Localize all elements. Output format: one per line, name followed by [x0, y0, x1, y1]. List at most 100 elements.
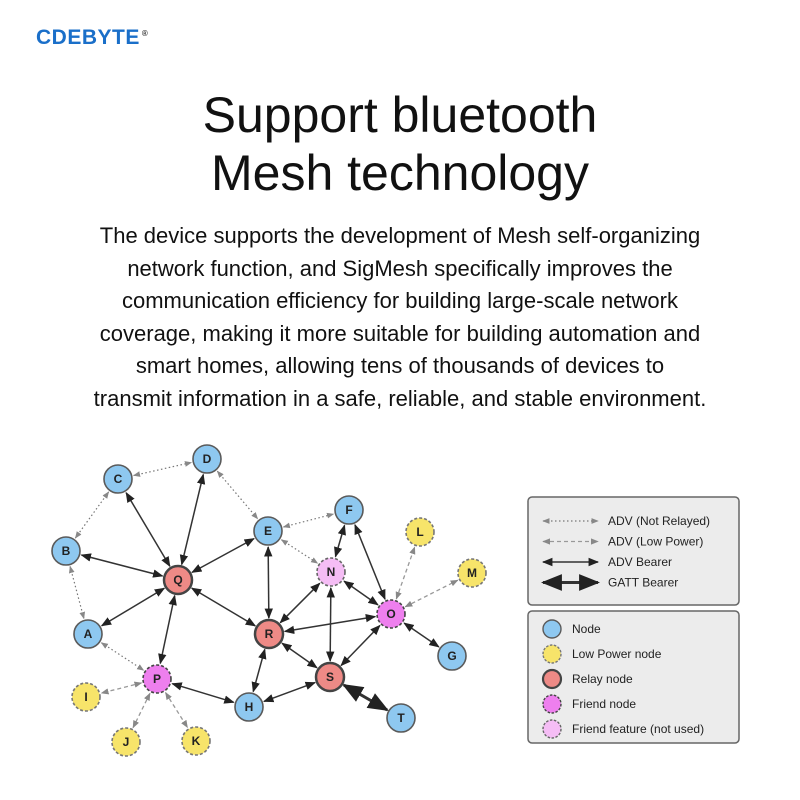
node-circle	[457, 558, 487, 588]
node-f: F	[334, 495, 364, 525]
node-circle	[316, 557, 346, 587]
legend-node-label: Low Power node	[572, 647, 662, 661]
legend-line-label: ADV Bearer	[608, 555, 672, 569]
node-label: K	[192, 734, 201, 748]
edge-r-s	[281, 642, 318, 669]
node-circle	[334, 495, 364, 525]
node-d: D	[192, 444, 222, 474]
node-n: N	[316, 557, 346, 587]
legend-node-low-power: Low Power node	[542, 644, 662, 664]
edge-c-q	[125, 491, 171, 568]
node-label: P	[153, 672, 161, 686]
node-label: L	[416, 525, 423, 539]
edge-o-g	[403, 622, 440, 648]
edge-d-e	[216, 470, 259, 520]
node-o: O	[376, 599, 406, 629]
node-circle	[192, 444, 222, 474]
edge-b-a	[68, 565, 86, 620]
edge-s-h	[263, 681, 316, 703]
legend-node-swatch	[542, 644, 562, 664]
node-m: M	[457, 558, 487, 588]
description-line: network function, and SigMesh specifical…	[127, 255, 673, 281]
legend-node-friend: Friend node	[542, 694, 636, 714]
node-label: G	[447, 649, 456, 663]
edge-a-p	[100, 642, 145, 671]
legend-line-label: ADV (Not Relayed)	[608, 514, 710, 528]
edge-d-q	[179, 473, 206, 566]
edge-c-b	[74, 491, 110, 539]
edge-s-o	[340, 624, 381, 667]
node-circle	[386, 703, 416, 733]
node-circle	[234, 692, 264, 722]
node-circle	[111, 727, 141, 757]
node-label: A	[84, 627, 93, 641]
node-circle	[405, 517, 435, 547]
legend-node-relay: Relay node	[541, 668, 633, 690]
edge-r-h	[251, 648, 267, 693]
node-label: O	[386, 607, 395, 621]
node-label: R	[265, 627, 274, 641]
node-k: K	[181, 726, 211, 756]
node-g: G	[437, 641, 467, 671]
edge-e-n	[280, 539, 319, 564]
legend-node-label: Friend feature (not used)	[572, 722, 704, 736]
node-circle	[73, 619, 103, 649]
node-h: H	[234, 692, 264, 722]
node-label: M	[467, 566, 477, 580]
node-label: E	[264, 524, 272, 538]
legend-line-adv-not-relayed: ADV (Not Relayed)	[542, 514, 710, 528]
description-line: coverage, making it more suitable for bu…	[99, 320, 701, 346]
node-circle	[103, 464, 133, 494]
node-r: R	[253, 618, 285, 650]
edge-q-r	[190, 587, 257, 627]
edge-b-q	[80, 553, 164, 578]
edge-f-n	[334, 524, 346, 558]
node-q: Q	[162, 564, 194, 596]
edge-e-f	[282, 512, 335, 529]
node-t: T	[386, 703, 416, 733]
node-j: J	[111, 727, 141, 757]
title-line-1: Support bluetooth	[202, 87, 598, 143]
node-e: E	[253, 516, 283, 546]
legend-line-label: GATT Bearer	[608, 576, 678, 590]
node-circle	[314, 661, 346, 693]
description-line: The device supports the development of M…	[99, 223, 701, 248]
legend-line-adv-bearer: ADV Bearer	[541, 555, 672, 569]
node-circle	[253, 618, 285, 650]
node-circle	[51, 536, 81, 566]
legend-lines-box: ADV (Not Relayed) ADV (Low Power) ADV Bear…	[527, 496, 740, 606]
edge-s-t	[342, 683, 389, 712]
node-label: I	[84, 690, 87, 704]
legend-node-swatch	[542, 719, 562, 739]
node-label: C	[114, 472, 123, 486]
edge-n-s	[326, 586, 335, 663]
node-label: F	[345, 503, 352, 517]
edge-e-r	[264, 545, 273, 620]
legend-node-label: Friend node	[572, 697, 636, 711]
node-i: I	[71, 682, 101, 712]
node-label: B	[62, 544, 71, 558]
edge-f-o	[354, 523, 386, 601]
legend-node-swatch	[542, 619, 562, 639]
node-label: T	[397, 711, 405, 725]
node-circle	[162, 564, 194, 596]
edge-p-j	[132, 692, 151, 729]
edge-n-o	[343, 580, 379, 606]
node-label: Q	[173, 573, 182, 587]
legend-node-label: Relay node	[572, 672, 633, 686]
node-circle	[142, 664, 172, 694]
edge-p-k	[164, 691, 189, 729]
legend-line-gatt-bearer: GATT Bearer	[540, 574, 678, 591]
edge-r-n	[279, 582, 321, 624]
registered-mark: ®	[141, 29, 149, 38]
legend-line-label: ADV (Low Power)	[608, 535, 703, 549]
node-a: A	[73, 619, 103, 649]
node-circle	[181, 726, 211, 756]
edge-p-h	[171, 682, 235, 704]
node-label: S	[326, 670, 334, 684]
node-circle	[253, 516, 283, 546]
title-line-2: Mesh technology	[210, 145, 589, 201]
node-b: B	[51, 536, 81, 566]
node-circle	[71, 682, 101, 712]
